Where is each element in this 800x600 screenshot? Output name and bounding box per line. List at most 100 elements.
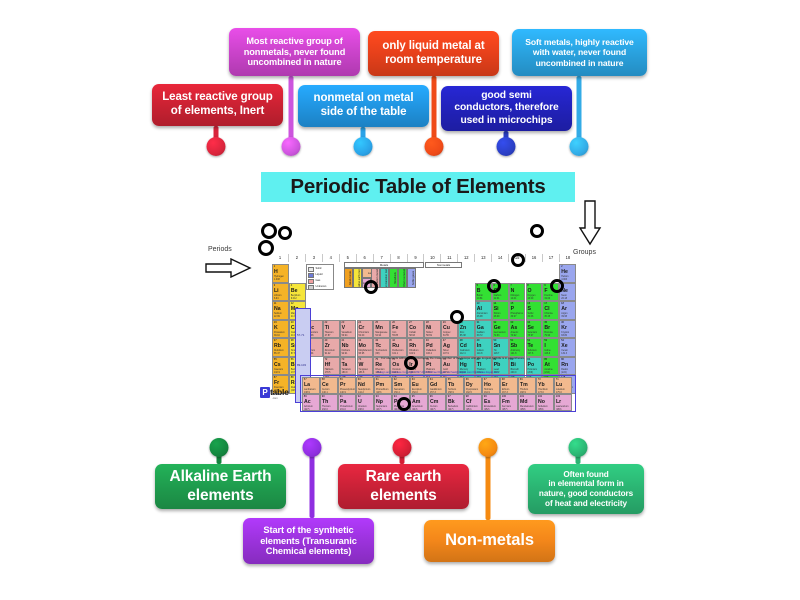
callout-non-metals[interactable]: Non-metals xyxy=(424,520,555,562)
callout-good-semi-conductors[interactable]: good semi conductors, therefore used in … xyxy=(441,86,572,131)
callout-nonmetal-on-metal-side[interactable]: nonmetal on metal side of the table xyxy=(298,85,429,127)
callout-synthetic-elements[interactable]: Start of the synthetic elements (Transur… xyxy=(243,518,374,564)
callout-only-liquid-metal[interactable]: only liquid metal at room temperature xyxy=(368,31,499,76)
callout-soft-metals-alkali[interactable]: Soft metals, highly reactive with water,… xyxy=(512,29,647,76)
callout-least-reactive[interactable]: Least reactive group of elements, Inert xyxy=(152,84,283,126)
callout-rare-earth[interactable]: Rare earth elements xyxy=(338,464,469,509)
callout-most-reactive-nonmetals[interactable]: Most reactive group of nonmetals, never … xyxy=(229,28,360,76)
callout-often-found-elemental[interactable]: Often found in elemental form in nature,… xyxy=(528,464,644,514)
callout-alkaline-earth[interactable]: Alkaline Earth elements xyxy=(155,464,286,509)
